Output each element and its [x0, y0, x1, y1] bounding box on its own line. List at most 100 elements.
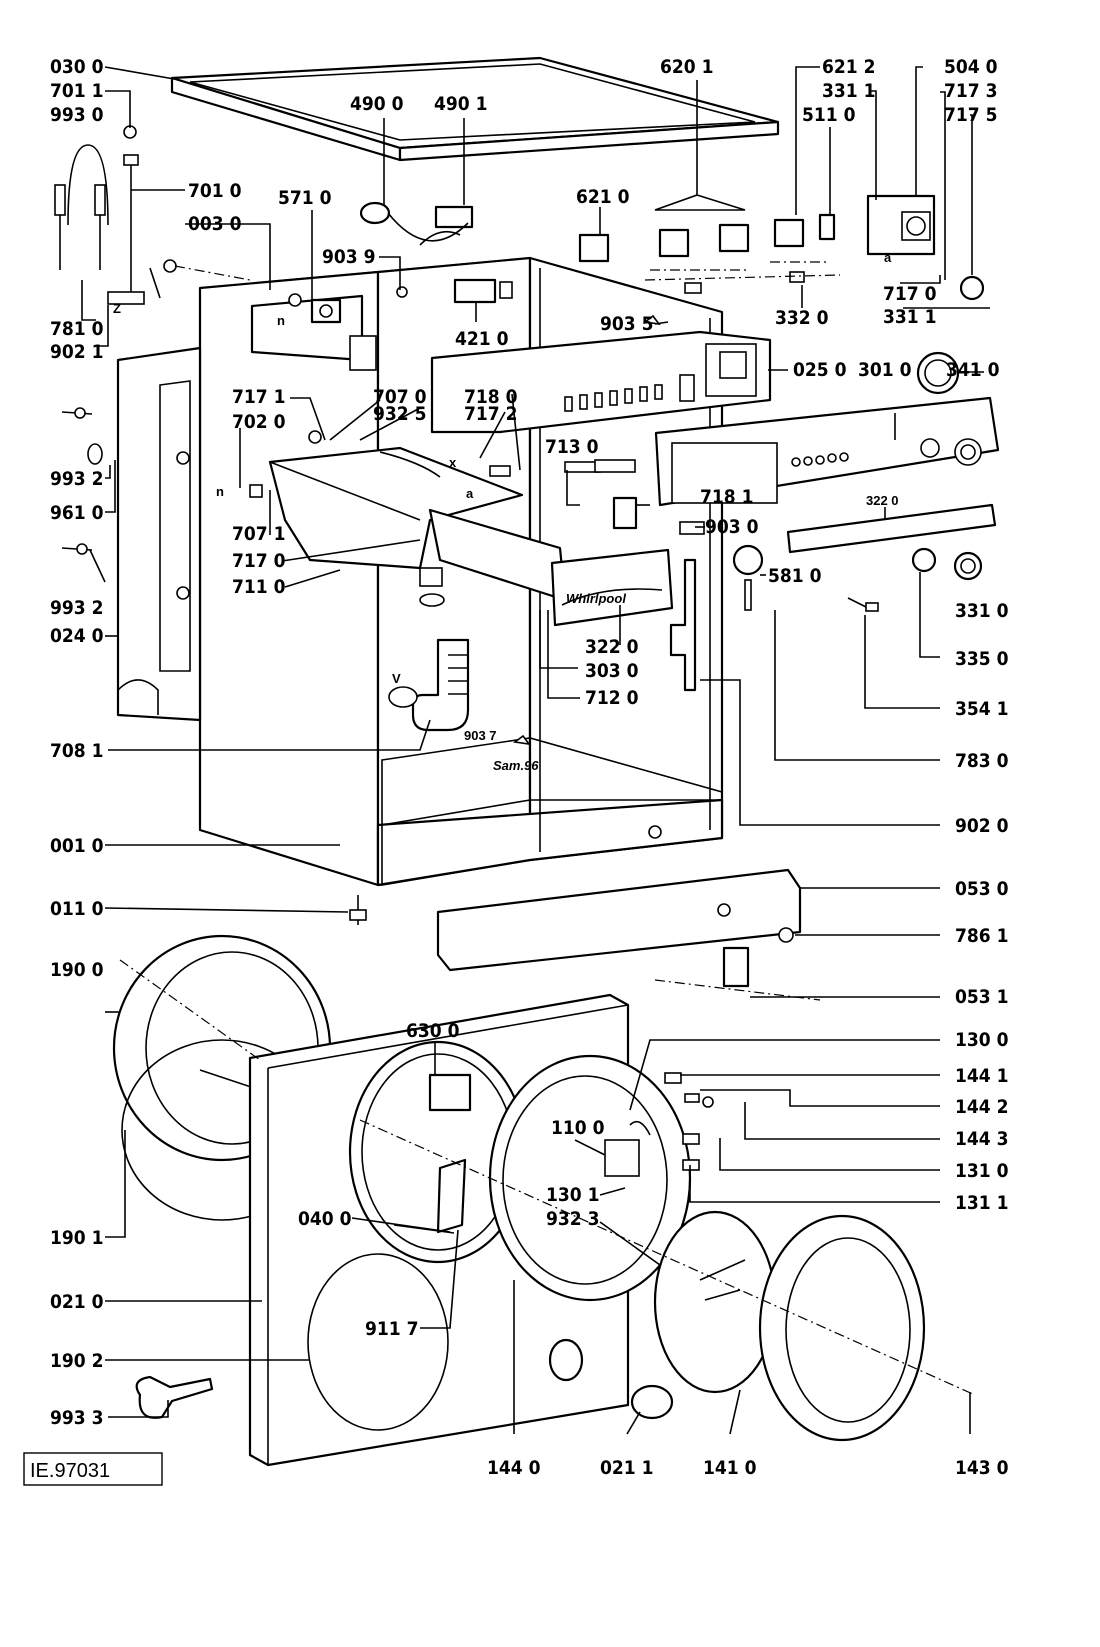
label-620-1: 620 1	[660, 56, 714, 78]
label-903-9: 903 9	[322, 246, 376, 268]
drawing-code: IE.97031	[30, 1460, 110, 1482]
detergent-drawer: Whirlpool	[428, 508, 674, 627]
label-011-0: 011 0	[50, 898, 104, 920]
label-993-2-bottom: 993 2	[50, 597, 104, 619]
plinth	[436, 868, 802, 988]
label-701-1: 701 1	[50, 80, 104, 102]
label-131-1: 131 1	[955, 1192, 1009, 1214]
label-712-0: 712 0	[585, 687, 639, 709]
label-621-0: 621 0	[576, 186, 630, 208]
control-panel-buttons	[564, 384, 663, 412]
label-322-0-mid: 322 0	[585, 636, 639, 658]
bracket	[612, 496, 638, 530]
label-707-1: 707 1	[232, 523, 286, 545]
hinge-parts	[664, 1072, 714, 1171]
letter-n-2: n	[216, 484, 224, 499]
letter-z: Z	[113, 301, 121, 316]
label-144-0: 144 0	[487, 1457, 541, 1479]
letter-n-1: n	[277, 313, 285, 328]
label-131-0: 131 0	[955, 1160, 1009, 1182]
label-701-0: 701 0	[188, 180, 242, 202]
label-504-0: 504 0	[944, 56, 998, 78]
letter-a-2: a	[466, 486, 474, 501]
label-902-0: 902 0	[955, 815, 1009, 837]
label-717-0-mid: 717 0	[232, 550, 286, 572]
program-knob-dial	[916, 351, 960, 395]
label-144-3: 144 3	[955, 1128, 1009, 1150]
inlet-valve	[310, 298, 342, 324]
cable-sensor	[847, 597, 879, 612]
parts-drawing: Whirlpool	[54, 56, 1000, 1467]
label-717-5: 717 5	[944, 104, 998, 126]
side-panel	[116, 346, 202, 722]
label-711-0: 711 0	[232, 576, 286, 598]
label-786-1: 786 1	[955, 925, 1009, 947]
label-993-2-top: 993 2	[50, 468, 104, 490]
label-781-0: 781 0	[50, 318, 104, 340]
label-030-0: 030 0	[50, 56, 104, 78]
label-322-0-top: 322 0	[866, 493, 899, 508]
label-040-0: 040 0	[298, 1208, 352, 1230]
front-control-panel	[654, 396, 1000, 507]
label-143-0: 143 0	[955, 1457, 1009, 1479]
label-110-0: 110 0	[551, 1117, 605, 1139]
label-718-1: 718 1	[700, 486, 754, 508]
label-025-0: 025 0	[793, 359, 847, 381]
cap	[630, 1384, 674, 1420]
label-144-2: 144 2	[955, 1096, 1009, 1118]
label-421-0: 421 0	[455, 328, 509, 350]
label-341-0: 341 0	[946, 359, 1000, 381]
timer-unit	[866, 194, 985, 301]
center-lines	[119, 274, 976, 1396]
dispenser-housing	[268, 446, 524, 587]
small-parts	[249, 286, 661, 746]
label-713-0: 713 0	[545, 436, 599, 458]
screws-left	[61, 407, 367, 925]
pressure-switch	[679, 521, 764, 611]
label-707-0: 707 0	[373, 386, 427, 408]
panel-strip	[786, 503, 997, 554]
label-903-5: 903 5	[600, 313, 654, 335]
drawing-code-box: IE.97031	[23, 1452, 163, 1486]
label-903-7: 903 7	[464, 728, 497, 743]
label-190-1: 190 1	[50, 1227, 104, 1249]
label-511-0: 511 0	[802, 104, 856, 126]
label-331-1-top: 331 1	[822, 80, 876, 102]
label-902-1: 902 1	[50, 341, 104, 363]
label-702-0: 702 0	[232, 411, 286, 433]
label-993-0: 993 0	[50, 104, 104, 126]
front-panel-buttons	[791, 452, 849, 467]
label-053-0: 053 0	[955, 878, 1009, 900]
label-718-0: 718 0	[464, 386, 518, 408]
label-024-0: 024 0	[50, 625, 104, 647]
letter-a-1: a	[884, 250, 892, 265]
knobs	[911, 547, 983, 581]
label-621-2: 621 2	[822, 56, 876, 78]
part-labels: 030 0 701 1 993 0 701 0 003 0 781 0 902 …	[50, 56, 1009, 1479]
whirlpool-logo: Whirlpool	[566, 591, 626, 606]
letter-x: x	[449, 455, 457, 470]
leader-lines	[81, 66, 990, 1435]
label-993-3: 993 3	[50, 1407, 104, 1429]
label-717-0-top: 717 0	[883, 283, 937, 305]
control-panel	[430, 330, 772, 434]
label-335-0: 335 0	[955, 648, 1009, 670]
label-332-0: 332 0	[775, 307, 829, 329]
label-581-0: 581 0	[768, 565, 822, 587]
drain-hose	[411, 593, 470, 732]
label-301-0: 301 0	[858, 359, 912, 381]
label-490-1: 490 1	[434, 93, 488, 115]
interference-filter	[453, 278, 513, 304]
label-571-0: 571 0	[278, 187, 332, 209]
label-932-3: 932 3	[546, 1208, 600, 1230]
label-053-1: 053 1	[955, 986, 1009, 1008]
label-130-1: 130 1	[546, 1184, 600, 1206]
label-303-0: 303 0	[585, 660, 639, 682]
label-903-0: 903 0	[705, 516, 759, 538]
label-021-0: 021 0	[50, 1291, 104, 1313]
label-961-0: 961 0	[50, 502, 104, 524]
label-717-3: 717 3	[944, 80, 998, 102]
door-glass-ring	[653, 1210, 926, 1442]
label-190-0: 190 0	[50, 959, 104, 981]
